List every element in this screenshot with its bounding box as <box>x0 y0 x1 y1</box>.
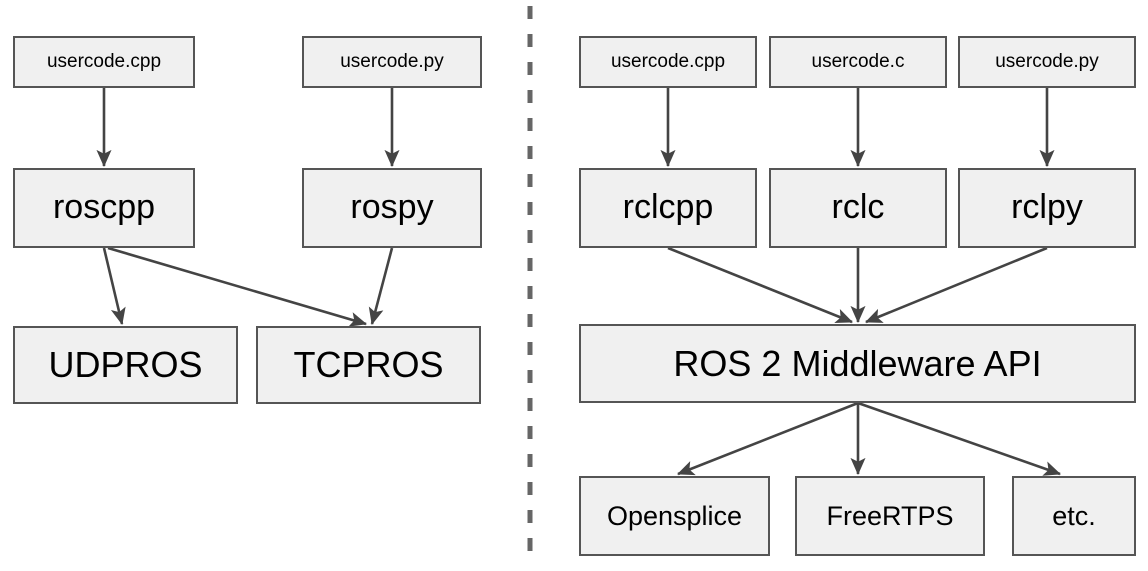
node-r-middleware: ROS 2 Middleware API <box>579 324 1136 403</box>
node-l-usercode-py: usercode.py <box>302 36 482 88</box>
node-label: rclpy <box>1011 188 1083 227</box>
node-label: TCPROS <box>293 344 444 386</box>
node-label: rclc <box>831 188 885 227</box>
node-l-rospy: rospy <box>302 168 482 248</box>
edge-r-middleware-to-r-etc <box>857 401 1061 476</box>
node-label: usercode.c <box>811 51 905 73</box>
diagram-edges <box>96 88 1061 476</box>
node-label: UDPROS <box>48 344 203 386</box>
node-label: usercode.cpp <box>610 51 726 73</box>
node-r-usercode-cpp: usercode.cpp <box>579 36 757 88</box>
node-label: etc. <box>1052 500 1096 531</box>
node-label: roscpp <box>52 188 156 227</box>
edge-l-rospy-to-l-tcpros <box>368 247 394 326</box>
node-r-rclcpp: rclcpp <box>579 168 757 248</box>
node-r-freertps: FreeRTPS <box>795 476 985 556</box>
node-l-tcpros: TCPROS <box>256 326 481 404</box>
node-r-etc: etc. <box>1012 476 1136 556</box>
edge-r-rclcpp-to-r-middleware <box>667 246 853 324</box>
node-label: rospy <box>350 188 434 227</box>
node-r-rclc: rclc <box>769 168 947 248</box>
edge-r-rclpy-to-r-middleware <box>865 246 1048 324</box>
node-label: ROS 2 Middleware API <box>673 342 1042 384</box>
node-r-usercode-py: usercode.py <box>958 36 1136 88</box>
node-label: FreeRTPS <box>826 500 954 531</box>
edge-l-roscpp-to-l-udpros <box>102 247 126 326</box>
node-r-opensplice: Opensplice <box>579 476 770 556</box>
edge-l-roscpp-to-l-tcpros <box>107 246 367 327</box>
node-label: usercode.cpp <box>46 51 162 73</box>
node-label: Opensplice <box>606 500 743 531</box>
node-r-usercode-c: usercode.c <box>769 36 947 88</box>
node-l-roscpp: roscpp <box>13 168 195 248</box>
node-l-usercode-cpp: usercode.cpp <box>13 36 195 88</box>
edge-r-middleware-to-r-opensplice <box>677 401 859 476</box>
node-l-udpros: UDPROS <box>13 326 238 404</box>
node-label: usercode.py <box>340 51 444 73</box>
node-label: rclcpp <box>622 188 714 227</box>
node-r-rclpy: rclpy <box>958 168 1136 248</box>
node-label: usercode.py <box>995 51 1099 73</box>
